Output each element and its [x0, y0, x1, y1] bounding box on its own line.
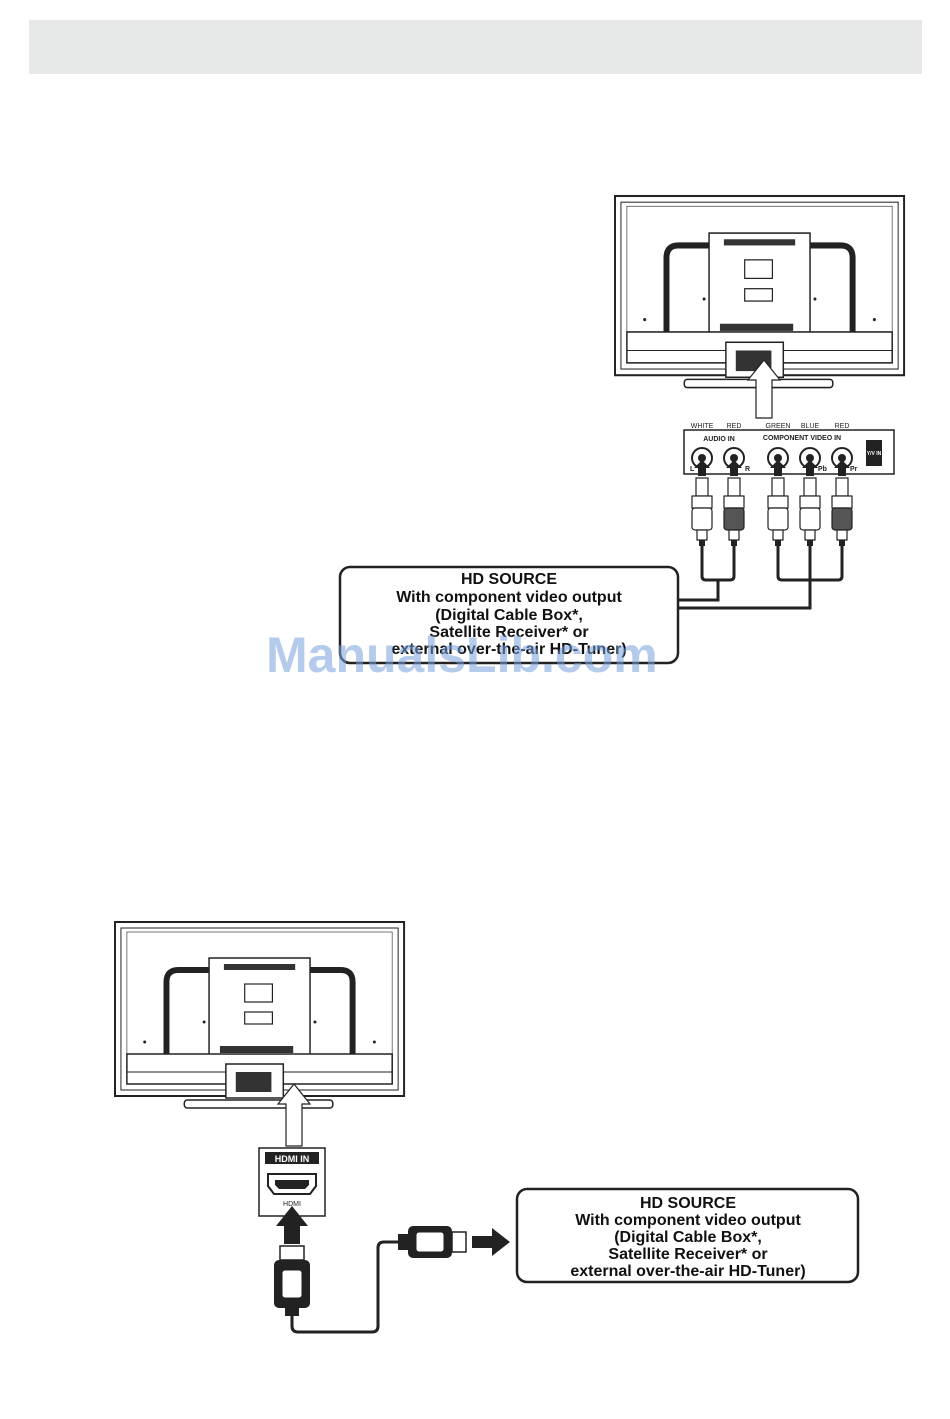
tv-rear-view-bottom: [115, 922, 404, 1108]
hdmi-source-line-5: external over-the-air HD-Tuner): [570, 1263, 805, 1280]
component-video-label: COMPONENT VIDEO IN: [763, 435, 841, 442]
jack-label-pr: Pr: [850, 466, 858, 473]
watermark: ManualsLib.com: [266, 627, 658, 683]
cable-label-white: WHITE: [691, 423, 714, 430]
source-line-5: external over-the-air HD-Tuner): [391, 641, 626, 658]
source-title: HD SOURCE: [461, 571, 557, 588]
header-band: [29, 20, 922, 74]
cable-color-labels: WHITE RED GREEN BLUE RED: [691, 423, 850, 430]
jack-label-r: R: [745, 466, 750, 473]
jack-video-y: [767, 447, 789, 469]
cable-label-red-pr: RED: [835, 423, 850, 430]
audio-in-label: AUDIO IN: [703, 436, 735, 443]
hd-source-box-top: HD SOURCE With component video output (D…: [338, 565, 680, 665]
cable-label-green: GREEN: [766, 423, 791, 430]
hdmi-port-title: HDMI IN: [275, 1154, 310, 1164]
cable-label-red: RED: [727, 423, 742, 430]
rca-plug-blue: [799, 477, 821, 547]
tv-rear-view-top: [615, 196, 904, 388]
jack-video-pr: [831, 447, 853, 469]
rca-plug-green: [767, 477, 789, 547]
hdmi-source-line-4: Satellite Receiver* or: [608, 1246, 767, 1263]
hdmi-source-title: HD SOURCE: [640, 1195, 736, 1212]
hdmi-port-label: HDMI: [283, 1201, 301, 1208]
hdmi-plug-horizontal: [398, 1226, 467, 1258]
hdmi-port-box: HDMI IN HDMI: [258, 1147, 326, 1217]
component-port-panel: AUDIO IN COMPONENT VIDEO IN L R Pb Pr Y/…: [683, 429, 895, 475]
hdmi-insert-arrow-icon: [276, 1206, 308, 1244]
arrow-up-icon: [746, 359, 782, 419]
hdmi-cable: [290, 1240, 398, 1334]
source-line-2: With component video output: [396, 589, 622, 606]
source-line-4: Satellite Receiver* or: [429, 624, 588, 641]
hdmi-plug-vertical: [274, 1245, 310, 1316]
yv-switch: [866, 440, 882, 466]
hdmi-source-line-2: With component video output: [575, 1212, 801, 1229]
rca-plug-red-audio: [723, 477, 745, 547]
plug-arrows: [694, 460, 850, 476]
arrow-up-icon-hdmi: [276, 1083, 312, 1147]
source-line-3: (Digital Cable Box*,: [435, 607, 583, 624]
cable-label-blue: BLUE: [801, 423, 820, 430]
component-cables: [678, 546, 844, 610]
arrow-right-icon: [472, 1228, 510, 1256]
rca-plug-red-pr: [831, 477, 853, 547]
jack-label-pb: Pb: [818, 466, 827, 473]
jack-label-l: L: [690, 466, 695, 473]
rca-plug-white: [691, 477, 713, 547]
hd-source-box-bottom: HD SOURCE With component video output (D…: [515, 1187, 860, 1284]
hdmi-source-line-3: (Digital Cable Box*,: [614, 1229, 762, 1246]
switch-label: Y/V IN: [867, 451, 882, 457]
